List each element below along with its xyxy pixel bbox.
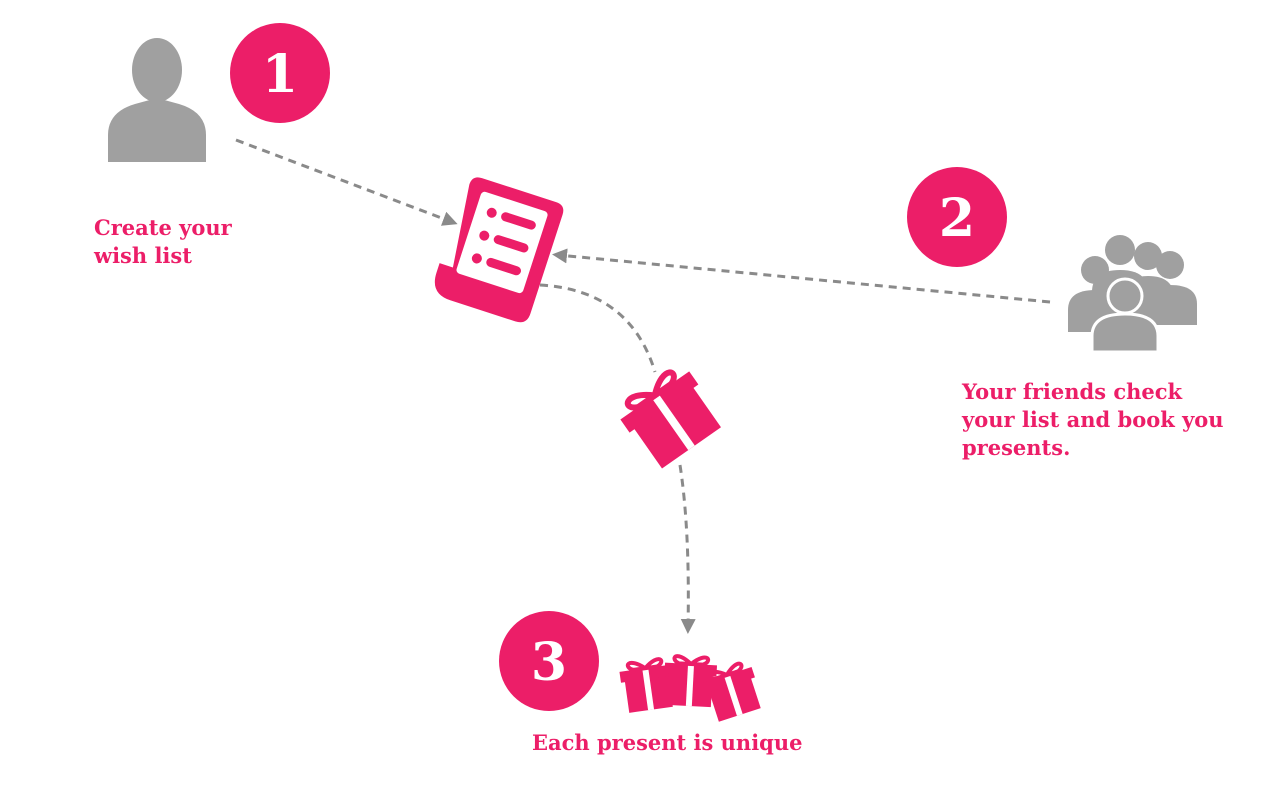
- step-2-caption-line: Your friends check: [962, 379, 1183, 404]
- gift-icon: [620, 369, 721, 469]
- step-1-caption: Create your wish list: [94, 214, 232, 270]
- step-2-badge: 2: [907, 167, 1007, 267]
- step-3-number: 3: [531, 632, 567, 693]
- step-2-number: 2: [939, 188, 975, 249]
- group-icon: [1068, 235, 1197, 354]
- person-icon: [108, 38, 206, 162]
- arrow-list-to-gift: [539, 283, 657, 373]
- step-1-caption-line: Create your: [94, 215, 232, 240]
- step-2-caption-line: presents.: [962, 435, 1071, 460]
- step-3-caption: Each present is unique: [532, 729, 803, 757]
- arrow-friends-to-list: [552, 248, 1051, 304]
- step-2-caption-line: your list and book you: [962, 407, 1224, 432]
- step-2-caption: Your friends check your list and book yo…: [962, 378, 1224, 462]
- arrow-gift-to-presents: [678, 464, 696, 634]
- step-1-number: 1: [262, 44, 298, 105]
- step-1-caption-line: wish list: [94, 243, 192, 268]
- step-3-badge: 3: [499, 611, 599, 711]
- step-3-caption-line: Each present is unique: [532, 730, 803, 755]
- arrow-person-to-list: [235, 138, 458, 226]
- gifts-icon: [619, 654, 761, 722]
- wish-list-document-icon: [434, 177, 564, 323]
- step-1-badge: 1: [230, 23, 330, 123]
